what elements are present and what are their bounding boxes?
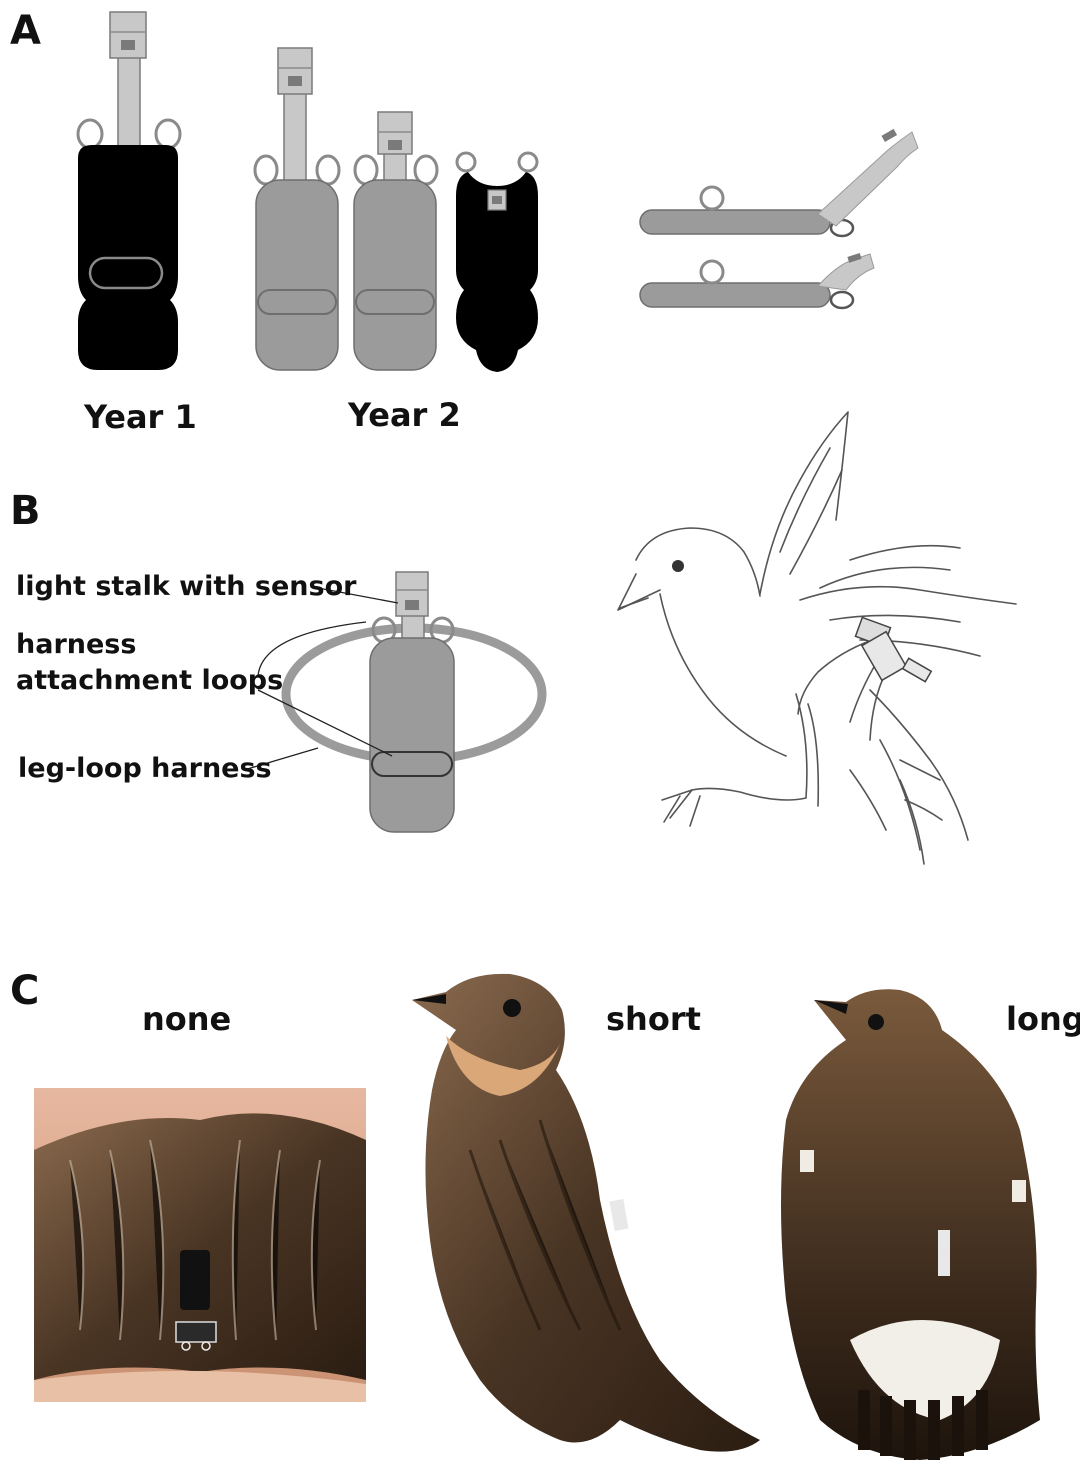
photo-long bbox=[781, 989, 1040, 1460]
photo-none bbox=[34, 1088, 366, 1402]
photo-short bbox=[412, 974, 760, 1452]
